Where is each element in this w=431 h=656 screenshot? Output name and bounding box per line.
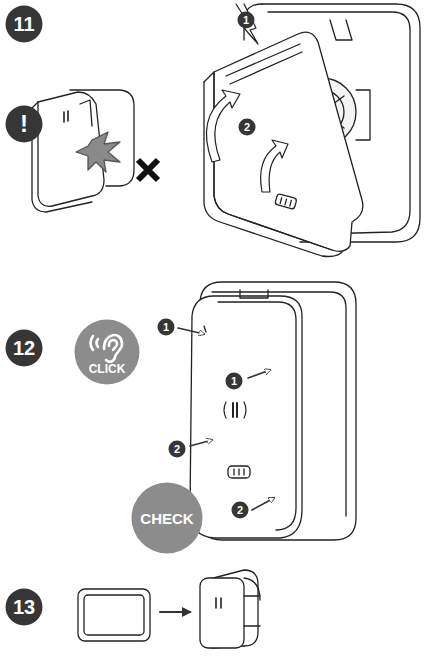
housing-closed — [190, 282, 356, 540]
action-text: CHECK — [140, 511, 193, 526]
warning-badge: ! — [5, 105, 43, 143]
badge-fill — [158, 319, 175, 336]
step-number: 11 — [13, 14, 34, 34]
step-badge: 12 — [5, 329, 43, 367]
badge-fill — [226, 373, 243, 390]
callout-circle: 1 — [157, 318, 175, 336]
callout-circle: 1 — [237, 11, 255, 29]
badge-fill — [6, 6, 43, 43]
callout-circle: 1 — [225, 372, 243, 390]
step-badge: 11 — [5, 5, 43, 43]
badge-fill — [232, 502, 249, 519]
badge-fill — [239, 119, 256, 136]
cross-mark — [138, 160, 158, 180]
callout-circle: 2 — [231, 501, 249, 519]
callout-number: 1 — [231, 376, 237, 387]
badge-outline — [74, 319, 140, 385]
callout-circle: 2 — [238, 118, 256, 136]
ear-icon — [91, 335, 123, 362]
mounted-device — [200, 570, 260, 648]
action-text: CLICK — [89, 363, 126, 375]
badge-fill — [6, 589, 43, 626]
warning-mark: ! — [20, 112, 28, 136]
step-arrow — [160, 611, 190, 613]
badge-fill — [75, 320, 140, 385]
badge-fill — [169, 441, 186, 458]
callout-number: 2 — [174, 444, 180, 455]
sound-wave — [91, 336, 99, 350]
push-arrow — [178, 328, 274, 510]
lid-swinging — [204, 32, 363, 256]
wrong-mounting — [32, 90, 134, 212]
callout-number: 1 — [163, 322, 169, 333]
callout-number: 2 — [244, 122, 250, 133]
badge-fill — [6, 330, 43, 367]
cover-frame — [78, 589, 150, 641]
motion-arrow — [206, 4, 288, 192]
badge-fill — [132, 483, 203, 554]
step-badge: 13 — [5, 588, 43, 626]
callout-number: 2 — [237, 505, 243, 516]
ear-outline — [104, 335, 122, 362]
check-badge: CHECK — [131, 482, 203, 554]
step-number: 12 — [13, 338, 35, 358]
callout-number: 1 — [243, 15, 249, 26]
badge-fill — [238, 12, 255, 29]
ear-inner — [109, 340, 117, 350]
click-badge: CLICK — [74, 319, 140, 385]
callout-circle: 2 — [168, 440, 186, 458]
badge-fill — [6, 106, 43, 143]
step-number: 13 — [13, 597, 35, 617]
